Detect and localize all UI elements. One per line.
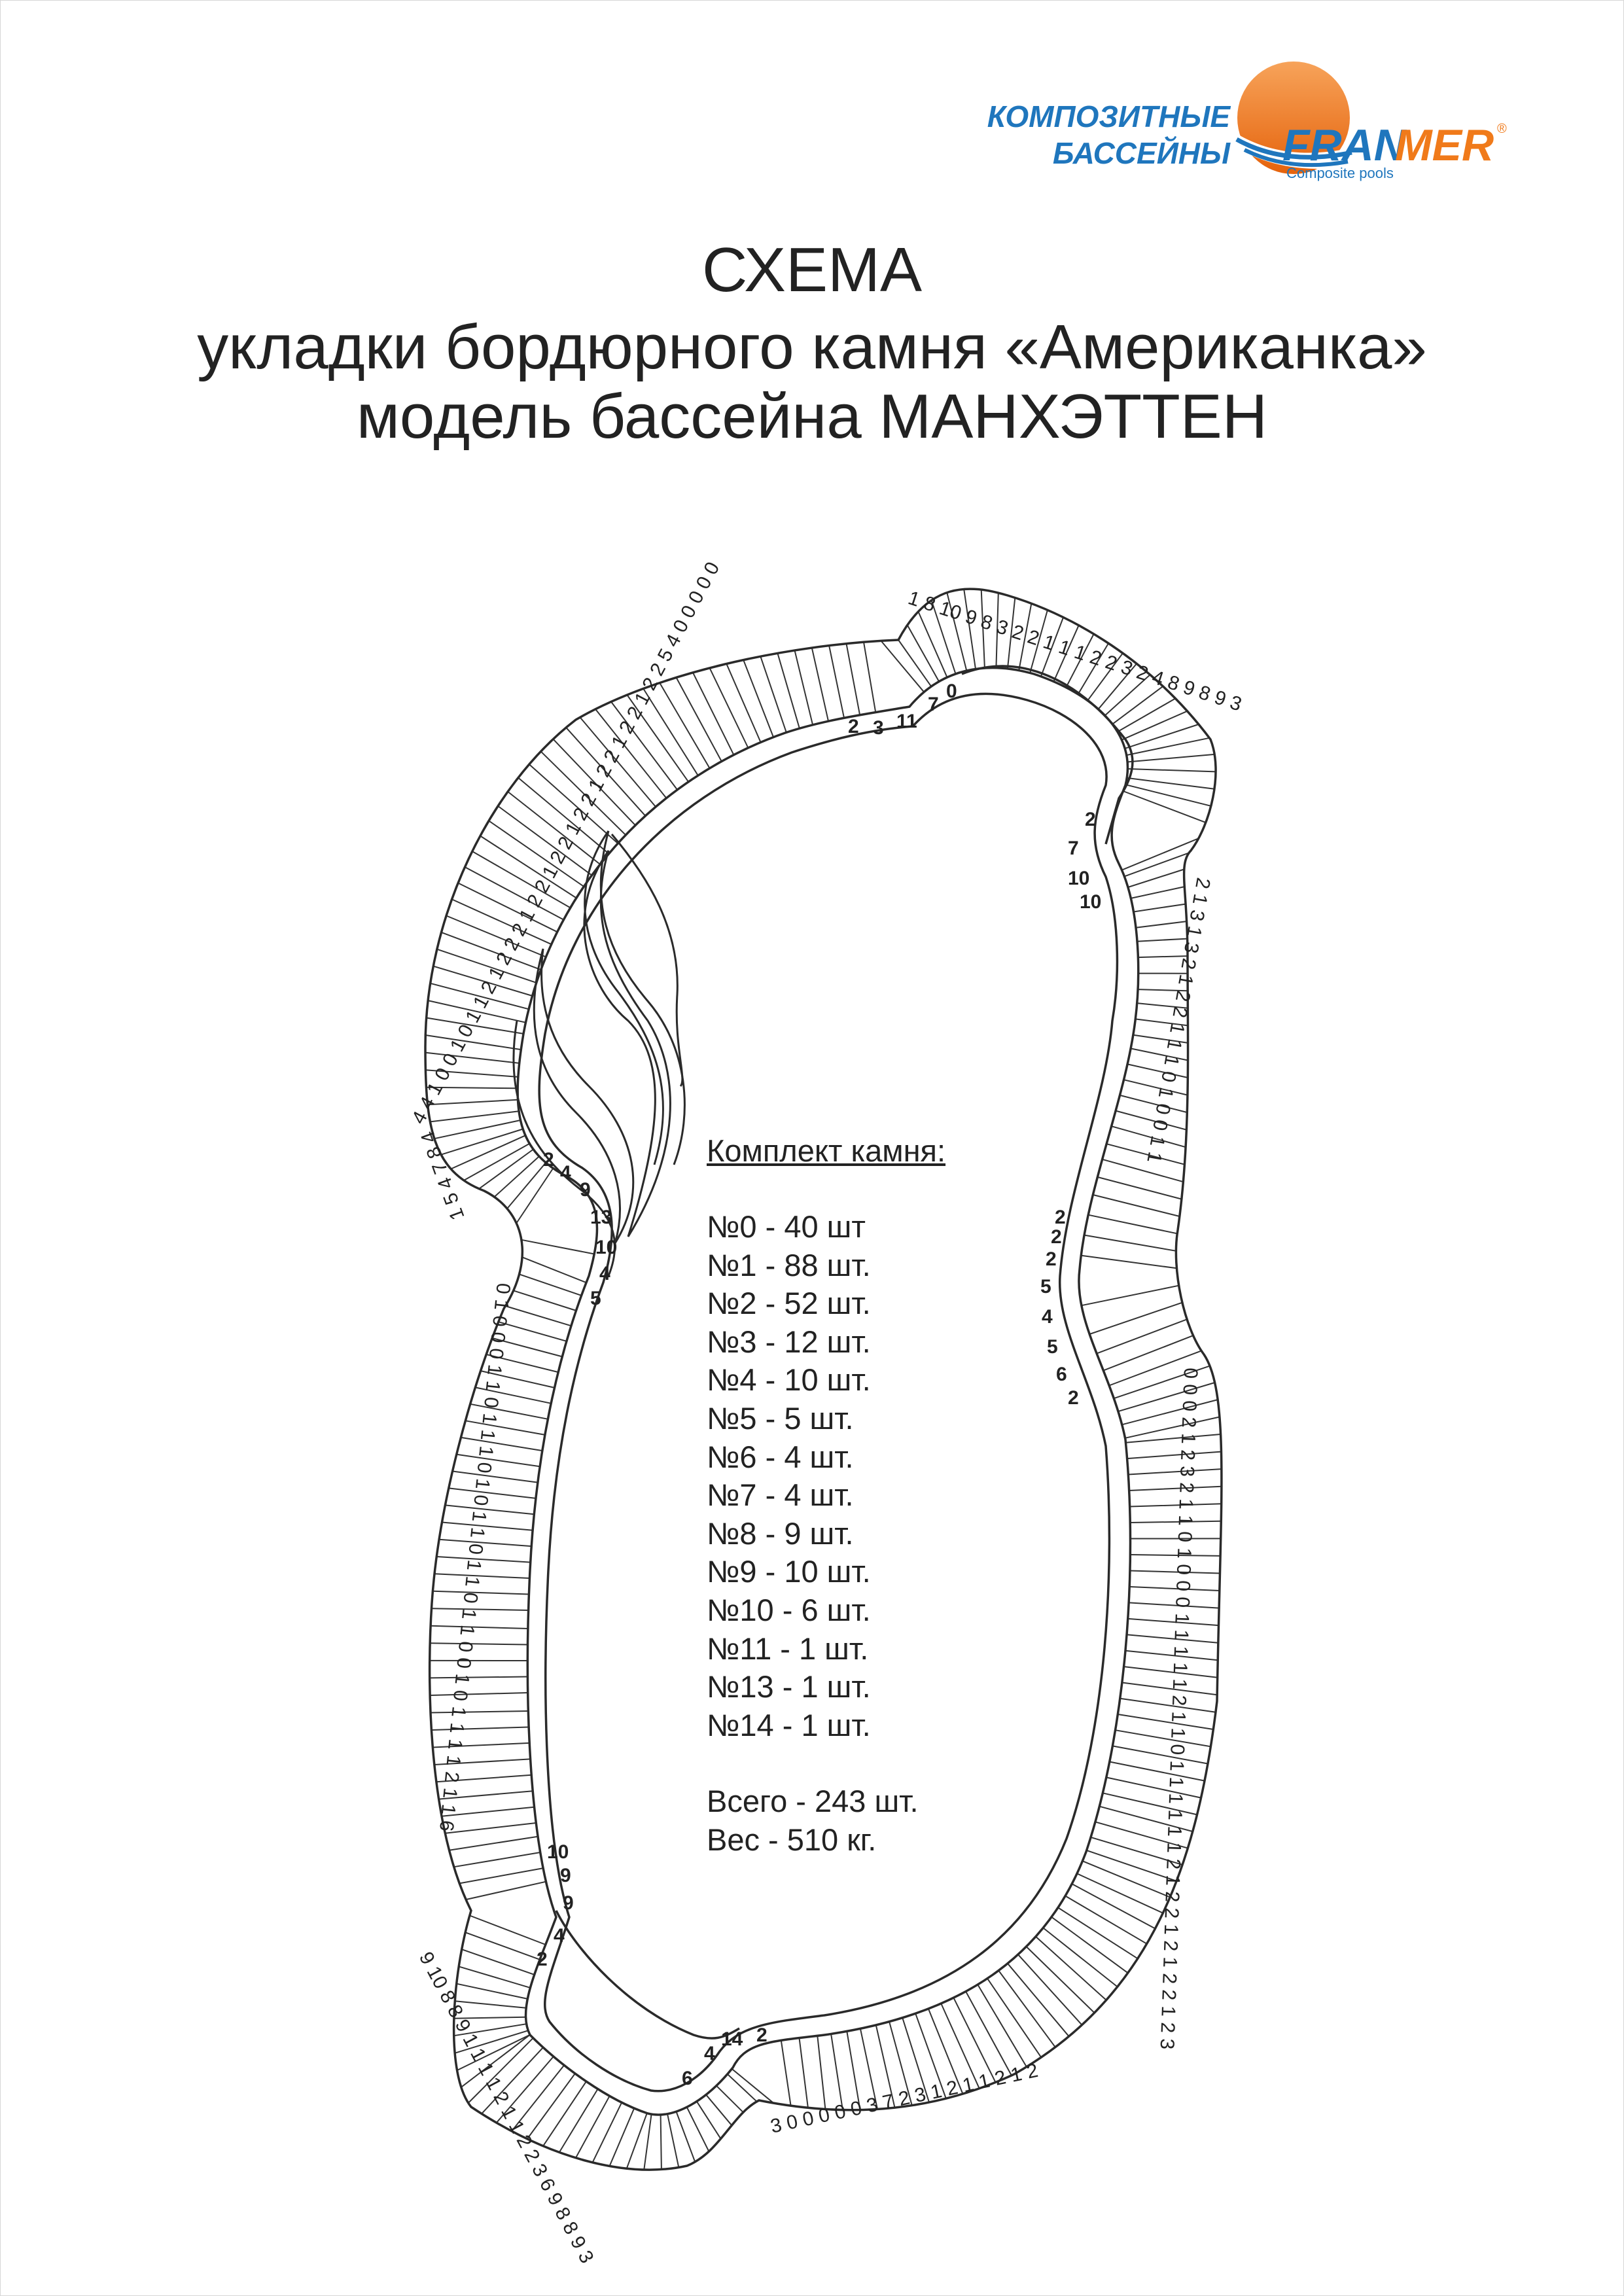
inner-label: 10 bbox=[595, 1237, 617, 1258]
kit-item: №3 - 12 шт. bbox=[707, 1324, 871, 1359]
inner-label: 7 bbox=[1068, 838, 1079, 859]
inner-label: 4 bbox=[560, 1162, 571, 1184]
kit-item: №10 - 6 шт. bbox=[707, 1592, 871, 1627]
inner-label: 10 bbox=[547, 1841, 569, 1863]
kit-item: №6 - 4 шт. bbox=[707, 1439, 854, 1474]
inner-label: 4 bbox=[704, 2043, 715, 2064]
inner-label: 5 bbox=[1047, 1336, 1058, 1358]
border-stones bbox=[424, 588, 1223, 2171]
inner-label: 2 bbox=[543, 1149, 554, 1171]
kit-item: №13 - 1 шт. bbox=[707, 1669, 871, 1704]
stone-kit-list: Комплект камня: №0 - 40 шт №1 - 88 шт. №… bbox=[707, 1132, 945, 1860]
title-line3: модель бассейна МАНХЭТТЕН bbox=[356, 381, 1268, 451]
inner-label: 10 bbox=[1080, 891, 1101, 913]
inner-label: 3 bbox=[873, 717, 884, 739]
inner-label: 5 bbox=[1040, 1276, 1051, 1298]
kit-item: №4 - 10 шт. bbox=[707, 1362, 871, 1398]
label-left-upper: 1 5 4 7 8 4 bbox=[417, 1128, 469, 1223]
stone-divider-lines bbox=[425, 589, 1222, 2170]
kit-weight: Вес - 510 кг. bbox=[707, 1822, 877, 1857]
kit-item: №11 - 1 шт. bbox=[707, 1631, 869, 1666]
logo-wordmark-fran: FRAN bbox=[1282, 120, 1407, 170]
kit-heading: Комплект камня: bbox=[707, 1133, 946, 1168]
inner-label: 2 bbox=[1051, 1226, 1062, 1248]
inner-label: 11 bbox=[896, 711, 917, 732]
inner-label: 0 bbox=[946, 680, 957, 702]
step-bottom-left bbox=[555, 1910, 740, 2040]
inner-label: 5 bbox=[590, 1288, 601, 1309]
inner-label: 6 bbox=[1056, 1364, 1067, 1385]
step-top-right bbox=[961, 665, 1134, 845]
title-line1: СХЕМА bbox=[702, 235, 922, 305]
inner-label: 4 bbox=[1042, 1306, 1053, 1328]
logo-sun-icon bbox=[1237, 62, 1350, 174]
inner-label: 7 bbox=[928, 694, 939, 715]
label-top-left: 4 4 1 0 0 1 0 1 1 2 1 2 2 2 1 2 2 1 2 2 … bbox=[408, 559, 724, 1128]
kit-total: Всего - 243 шт. bbox=[707, 1784, 919, 1819]
inner-label: 9 bbox=[560, 1865, 571, 1886]
logo-registered-mark: ® bbox=[1497, 122, 1507, 136]
inner-label: 9 bbox=[580, 1179, 591, 1201]
inner-label: 14 bbox=[721, 2028, 743, 2050]
inner-label: 10 bbox=[1068, 868, 1089, 889]
inner-label: 2 bbox=[1085, 809, 1096, 830]
inner-label: 2 bbox=[848, 716, 859, 737]
inner-label: 4 bbox=[599, 1263, 610, 1284]
logo-wordmark-mer: MER bbox=[1395, 120, 1494, 170]
inner-label: 2 bbox=[1055, 1207, 1066, 1228]
inner-label: 2 bbox=[1046, 1248, 1057, 1270]
pool-leaf-decoration bbox=[512, 830, 686, 1277]
kit-item: №5 - 5 шт. bbox=[707, 1400, 854, 1436]
kit-item: №14 - 1 шт. bbox=[707, 1707, 871, 1742]
logo-subtitle: Composite pools bbox=[1286, 165, 1394, 181]
inner-label: 6 bbox=[682, 2068, 693, 2089]
franmer-logo: FRAN MER ® Composite pools bbox=[1235, 62, 1507, 181]
label-right-upper: 2 1 3 1 3 2 1 2 2 1 1 1 0 1 0 0 1 1 bbox=[1142, 876, 1214, 1165]
brand-tagline: КОМПОЗИТНЫЕ БАССЕЙНЫ bbox=[923, 98, 1230, 171]
label-bottom: 3 0 0 0 0 0 3 7 2 3 1 2 1 1 2 1 2 bbox=[769, 2060, 1040, 2138]
kit-item: №9 - 10 шт. bbox=[707, 1554, 871, 1589]
kit-item: №0 - 40 шт bbox=[707, 1209, 866, 1244]
title-line2: укладки бордюрного камня «Американка» bbox=[197, 312, 1427, 382]
inner-label: 4 bbox=[554, 1925, 565, 1947]
label-bottom-left: 9 10 8 8 9 1 1 1 1 2 1 1 2 2 3 6 9 8 8 9… bbox=[415, 1949, 598, 2267]
inner-label: 13 bbox=[590, 1207, 612, 1228]
inner-label: 2 bbox=[537, 1949, 548, 1970]
kit-item: №1 - 88 шт. bbox=[707, 1247, 871, 1282]
kit-spacer bbox=[707, 1744, 945, 1782]
inner-stone-labels: 2 3 11 7 0 2 7 10 10 2 4 9 13 10 4 5 2 2… bbox=[537, 680, 1101, 2089]
inner-label: 9 bbox=[563, 1892, 574, 1914]
kit-item: №2 - 52 шт. bbox=[707, 1286, 871, 1321]
kit-item: №7 - 4 шт. bbox=[707, 1477, 854, 1513]
kit-item: №8 - 9 шт. bbox=[707, 1515, 854, 1551]
brand-tagline-line2: БАССЕЙНЫ bbox=[1052, 136, 1230, 170]
inner-label: 2 bbox=[756, 2024, 768, 2046]
brand-tagline-line1: КОМПОЗИТНЫЕ bbox=[987, 99, 1230, 133]
inner-label: 2 bbox=[1068, 1387, 1079, 1409]
